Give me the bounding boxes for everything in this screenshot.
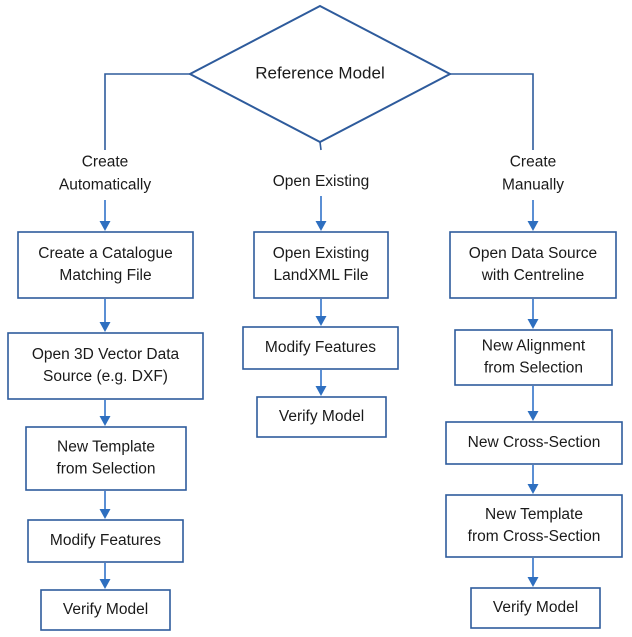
arrow-new-template-from-cross-section-to-verify-model-right-head [527,577,539,587]
arrow-new-cross-section-to-new-template-from-cross-section-head [527,484,539,494]
node-box-open-3d-vector-data-source[interactable] [7,332,204,400]
node-label-open-3d-vector-data-source: Open 3D Vector Data [32,346,180,363]
node-label-new-template-from-cross-section: from Cross-Section [468,528,601,545]
node-label-new-cross-section: New Cross-Section [468,434,601,451]
node-box-create-catalogue-matching-file[interactable] [17,231,194,299]
arrow-create-catalogue-matching-file-to-open-3d-vector-data-source-head [99,322,111,332]
branch-label-create-automatically: Automatically [59,177,151,194]
node-box-open-data-source-with-centreline[interactable] [449,231,617,299]
branch-connector-create-automatically [104,73,190,150]
arrow-modify-features-left-to-verify-model-left-head [99,579,111,589]
arrow-new-alignment-from-selection-to-new-cross-section-head [527,411,539,421]
process-node-verify-model-right[interactable]: Verify Model [470,587,601,629]
branch-label-create-manually: Manually [502,177,564,194]
branch-label-create-automatically: Create [82,154,129,171]
node-label-open-existing-landxml-file: LandXML File [273,267,368,284]
node-label-open-data-source-with-centreline: with Centreline [481,267,585,284]
node-label-create-catalogue-matching-file: Matching File [59,267,151,284]
process-node-modify-features-left[interactable]: Modify Features [27,519,184,563]
node-box-verify-model-left[interactable] [40,589,171,631]
arrow-new-template-from-selection-to-modify-features-left-head [99,509,111,519]
process-node-new-cross-section[interactable]: New Cross-Section [445,421,623,465]
node-box-verify-model-middle[interactable] [256,396,387,438]
node-label-open-data-source-with-centreline: Open Data Source [469,245,597,262]
arrow-open-3d-vector-data-source-to-new-template-from-selection-head [99,416,111,426]
arrow-create-manually-to-open-data-source-with-centreline-head [527,221,539,231]
decision-branch-connectors [104,73,534,151]
node-label-new-template-from-cross-section: New Template [485,506,583,523]
node-label-modify-features-left: Modify Features [50,532,161,549]
decision-diamond-reference-model[interactable] [187,4,453,144]
node-box-new-cross-section[interactable] [445,421,623,465]
process-node-verify-model-left[interactable]: Verify Model [40,589,171,631]
branch-connector-open-existing [319,141,322,151]
decision-label: Reference Model [255,63,384,82]
arrow-open-existing-to-open-existing-landxml-file-head [315,221,327,231]
decision-node[interactable]: Reference Model [187,4,453,144]
process-node-modify-features-middle[interactable]: Modify Features [242,326,399,370]
node-label-verify-model-left: Verify Model [63,601,148,618]
branch-connector-create-manually [450,73,534,150]
node-box-modify-features-middle[interactable] [242,326,399,370]
arrow-connectors [99,196,539,589]
arrow-open-data-source-with-centreline-to-new-alignment-from-selection-head [527,319,539,329]
arrow-open-existing-landxml-file-to-modify-features-middle-head [315,316,327,326]
process-node-new-template-from-cross-section[interactable]: New Template from Cross-Section [445,494,623,558]
branch-label-create-manually: Create [510,154,557,171]
node-label-new-alignment-from-selection: from Selection [484,360,583,377]
node-label-new-alignment-from-selection: New Alignment [482,338,586,355]
node-box-open-existing-landxml-file[interactable] [253,231,389,299]
branch-label-open-existing: Open Existing [273,173,370,190]
arrow-create-automatically-to-create-catalogue-matching-file-head [99,221,111,231]
process-node-new-template-from-selection[interactable]: New Template from Selection [25,426,187,491]
node-label-open-3d-vector-data-source: Source (e.g. DXF) [43,368,168,385]
arrow-modify-features-middle-to-verify-model-middle-head [315,386,327,396]
node-label-verify-model-right: Verify Model [493,599,578,616]
process-node-new-alignment-from-selection[interactable]: New Alignment from Selection [454,329,613,386]
node-label-verify-model-middle: Verify Model [279,408,364,425]
node-box-verify-model-right[interactable] [470,587,601,629]
node-label-create-catalogue-matching-file: Create a Catalogue [38,245,172,262]
node-box-new-template-from-cross-section[interactable] [445,494,623,558]
node-label-new-template-from-selection: from Selection [56,461,155,478]
node-box-modify-features-left[interactable] [27,519,184,563]
node-label-new-template-from-selection: New Template [57,439,155,456]
node-label-open-existing-landxml-file: Open Existing [273,245,370,262]
node-box-new-alignment-from-selection[interactable] [454,329,613,386]
process-node-open-data-source-with-centreline[interactable]: Open Data Source with Centreline [449,231,617,299]
node-box-new-template-from-selection[interactable] [25,426,187,491]
node-label-modify-features-middle: Modify Features [265,339,376,356]
process-node-verify-model-middle[interactable]: Verify Model [256,396,387,438]
